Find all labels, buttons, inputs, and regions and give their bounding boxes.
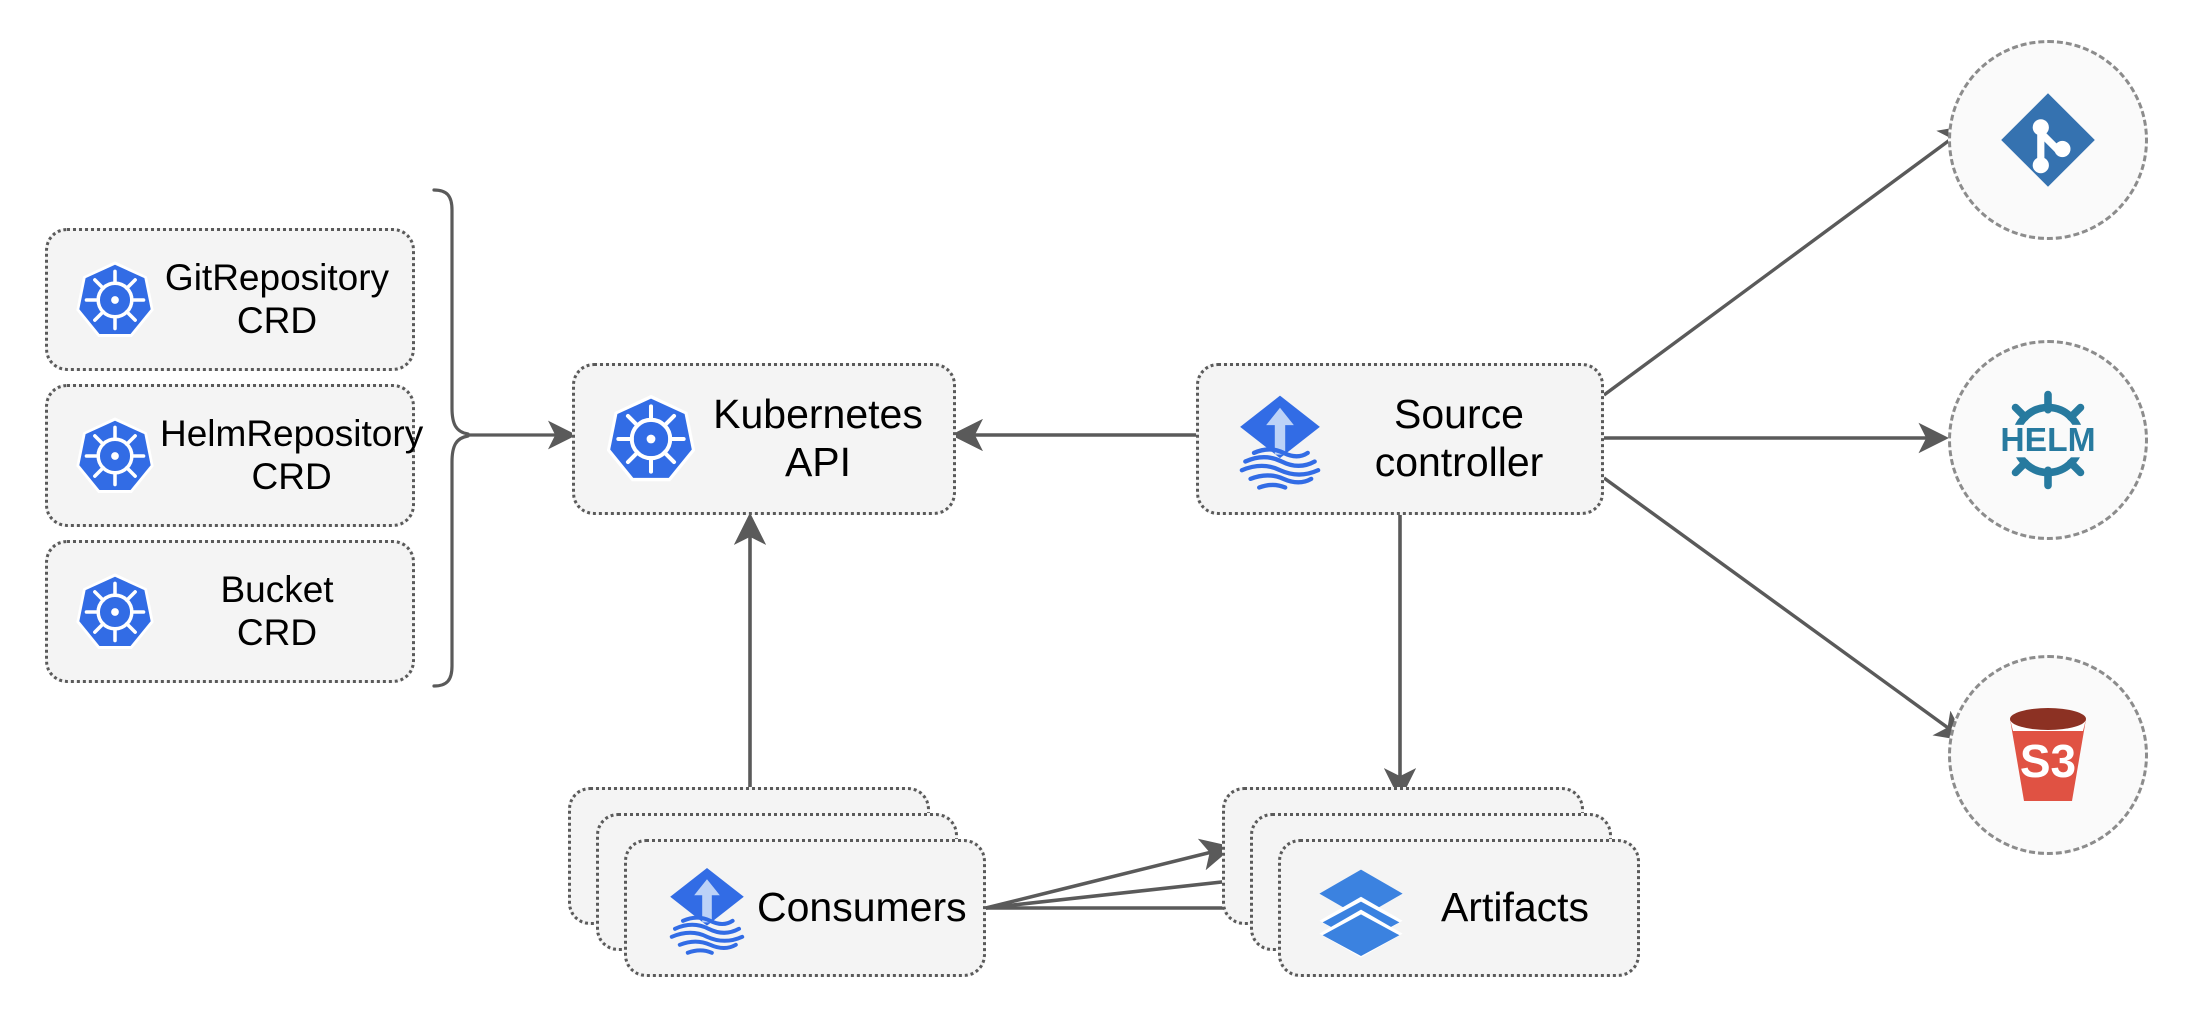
edge-source-controller-to-git	[1602, 124, 1971, 397]
git-icon	[1994, 86, 2102, 194]
card-artifacts[interactable]: Artifacts	[1278, 839, 1640, 977]
s3-label: S3	[2020, 735, 2076, 787]
helm-label: HELM	[2000, 422, 2095, 459]
card-label: Artifacts	[1440, 884, 1590, 931]
card-source-controller[interactable]: Source controller	[1196, 363, 1604, 515]
card-label: GitRepository CRD	[164, 256, 390, 341]
edge-consumers-to-artifacts-1	[985, 838, 1234, 910]
card-helmrepository-crd[interactable]: HelmRepository CRD	[45, 384, 423, 527]
kubernetes-icon	[70, 411, 160, 501]
card-label: Source controller	[1374, 391, 1544, 485]
s3-icon: S3	[1988, 697, 2108, 813]
card-kubernetes-api[interactable]: Kubernetes API	[572, 363, 956, 515]
circle-helm-source[interactable]: HELM	[1948, 340, 2148, 540]
layers-icon	[1311, 858, 1411, 958]
card-label: Kubernetes API	[713, 391, 923, 485]
helm-icon: HELM	[1983, 375, 2113, 505]
card-bucket-crd[interactable]: Bucket CRD	[45, 540, 415, 683]
kubernetes-icon	[70, 255, 160, 345]
kubernetes-icon	[70, 567, 160, 657]
flux-icon	[1225, 384, 1335, 494]
kubernetes-icon	[601, 389, 701, 489]
card-label: HelmRepository CRD	[160, 412, 424, 497]
circle-git-source[interactable]	[1948, 40, 2148, 240]
card-gitrepository-crd[interactable]: GitRepository CRD	[45, 228, 415, 371]
card-label: Consumers	[757, 884, 967, 931]
card-label: Bucket CRD	[220, 568, 334, 653]
flux-icon	[657, 858, 757, 958]
edge-source-controller-to-s3	[1603, 476, 1967, 741]
card-consumers[interactable]: Consumers	[624, 839, 986, 977]
circle-s3-source[interactable]: S3	[1948, 655, 2148, 855]
edge-consumers-to-artifacts-2	[985, 864, 1264, 910]
